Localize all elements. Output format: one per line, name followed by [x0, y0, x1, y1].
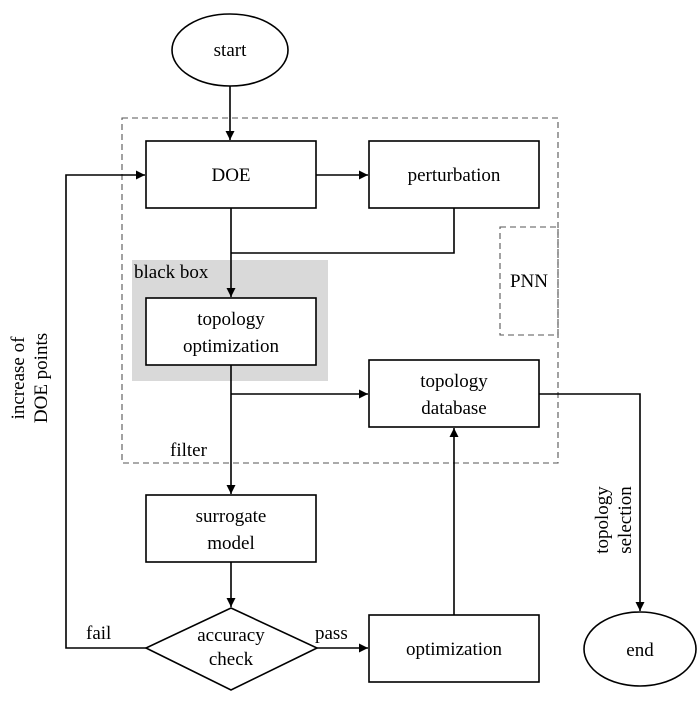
end-node [583, 611, 697, 687]
topology-selection-line1: topology [592, 486, 613, 554]
surrogate-model-box [145, 494, 317, 563]
surrogate-model-line1: surrogate [196, 506, 267, 527]
surrogate-model-line2: model [207, 533, 255, 554]
filter-label: filter [170, 440, 208, 461]
end-label: end [626, 640, 654, 661]
optimization-box [368, 614, 540, 683]
arrow-database-to-end [539, 393, 645, 611]
perturbation-label: perturbation [408, 165, 501, 186]
start-label: start [214, 40, 247, 61]
topology-optimization-line1: topology [197, 309, 265, 330]
line-perturbation-merge [231, 208, 455, 254]
doe-label: DOE [211, 165, 250, 186]
topology-database-line2: database [421, 398, 486, 419]
increase-doe-points-line1: increase of [8, 336, 29, 419]
topology-optimization-box [145, 297, 317, 366]
perturbation-box [368, 140, 540, 209]
accuracy-check-line2: check [209, 649, 254, 670]
pnn-label: PNN [510, 271, 548, 292]
topology-optimization-line2: optimization [183, 336, 280, 357]
fail-label: fail [86, 623, 111, 644]
black-box-label: black box [134, 262, 209, 283]
pass-label: pass [315, 623, 348, 644]
optimization-label: optimization [406, 639, 503, 660]
increase-doe-points-line2: DOE points [31, 333, 52, 423]
topology-selection-line2: selection [615, 486, 636, 554]
topology-database-line1: topology [420, 371, 488, 392]
arrow-fail-loop-to-doe [65, 170, 146, 649]
accuracy-check-line1: accuracy [197, 625, 265, 646]
pnn-box [499, 226, 559, 336]
accuracy-check-diamond [144, 607, 319, 691]
